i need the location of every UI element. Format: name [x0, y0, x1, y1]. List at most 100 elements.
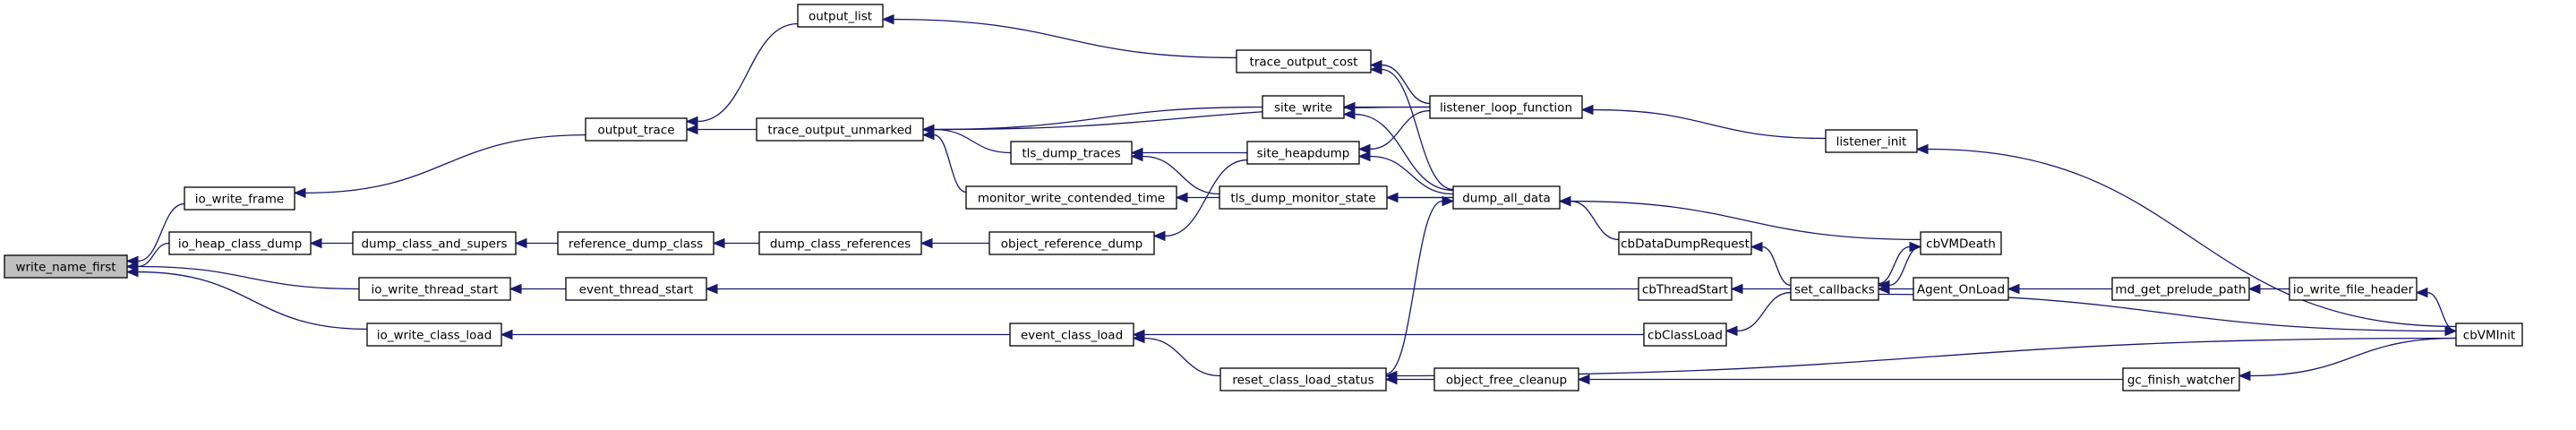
- node-label: tls_dump_traces: [1022, 147, 1120, 161]
- node-label: io_write_class_load: [377, 329, 492, 343]
- node-box: [565, 277, 707, 301]
- edge-monitor_write_contended_time-to-trace_output_unmarked: [933, 133, 967, 194]
- arrowhead-icon: [1132, 332, 1145, 344]
- node-box: [1913, 277, 2009, 301]
- node-cbdatadumprequest[interactable]: cbDataDumpRequest: [1618, 231, 1752, 255]
- node-trace-output-unmarked[interactable]: trace_output_unmarked: [756, 117, 924, 142]
- node-event-thread-start[interactable]: event_thread_start: [565, 277, 707, 301]
- arrowhead-icon: [712, 237, 725, 249]
- node-io-write-class-load[interactable]: io_write_class_load: [366, 322, 502, 347]
- arrowhead-icon: [921, 129, 935, 141]
- arrowhead-icon: [1580, 104, 1594, 116]
- node-md-get-prelude-path[interactable]: md_get_prelude_path: [2111, 277, 2250, 301]
- node-object-reference-dump[interactable]: object_reference_dump: [988, 231, 1155, 255]
- edge-tls_dump_traces-to-trace_output_unmarked: [933, 128, 1012, 154]
- node-trace-output-cost[interactable]: trace_output_cost: [1236, 49, 1372, 73]
- node-label: output_trace: [597, 124, 674, 138]
- node-label: tls_dump_monitor_state: [1230, 192, 1375, 206]
- node-box: [2455, 322, 2523, 347]
- arrowhead-icon: [685, 124, 698, 135]
- node-label: monitor_write_contended_time: [978, 192, 1165, 206]
- node-box: [1220, 367, 1387, 391]
- node-label: reset_class_load_status: [1232, 374, 1374, 388]
- edge-listener_loop_function-to-trace_output_cost: [1381, 64, 1431, 105]
- node-label: listener_init: [1836, 135, 1907, 150]
- arrowhead-icon: [1724, 325, 1738, 337]
- node-dump-all-data[interactable]: dump_all_data: [1452, 185, 1561, 210]
- arrowhead-icon: [1750, 241, 1763, 253]
- node-box: [1262, 95, 1345, 119]
- node-label: dump_class_and_supers: [361, 237, 507, 252]
- arrowhead-icon: [881, 13, 894, 25]
- node-site-write[interactable]: site_write: [1262, 95, 1345, 119]
- node-box: [797, 4, 884, 28]
- node-io-write-file-header[interactable]: io_write_file_header: [2289, 277, 2418, 301]
- node-io-write-frame[interactable]: io_write_frame: [184, 186, 295, 211]
- node-io-write-thread-start[interactable]: io_write_thread_start: [358, 277, 511, 301]
- node-label: cbThreadStart: [1642, 283, 1728, 297]
- node-label: listener_loop_function: [1440, 101, 1572, 116]
- node-label: cbVMInit: [2463, 329, 2515, 343]
- arrowhead-icon: [1369, 64, 1382, 75]
- node-cbthreadstart[interactable]: cbThreadStart: [1638, 277, 1733, 301]
- node-box: [358, 277, 511, 301]
- node-box: [557, 231, 715, 255]
- arrowhead-icon: [2247, 283, 2261, 295]
- node-gc-finish-watcher[interactable]: gc_finish_watcher: [2122, 367, 2240, 391]
- nodes-layer: write_name_first io_write_frame io_heap_cl…: [4, 4, 2523, 391]
- node-agent-onload[interactable]: Agent_OnLoad: [1913, 277, 2009, 301]
- node-listener-init[interactable]: listener_init: [1825, 129, 1918, 153]
- node-cbvmdeath[interactable]: cbVMDeath: [1920, 231, 2002, 255]
- edge-io_heap_class_dump-to-write_name_first: [137, 242, 170, 268]
- edge-cbVMDeath-to-set_callbacks: [1888, 245, 1921, 287]
- node-box: [1452, 185, 1561, 210]
- edge-reset_class_load_status-to-dump_all_data: [1385, 200, 1443, 375]
- arrowhead-icon: [1384, 370, 1398, 382]
- node-monitor-write-contended-time[interactable]: monitor_write_contended_time: [965, 185, 1177, 210]
- node-box: [2122, 367, 2240, 391]
- node-listener-loop-function[interactable]: listener_loop_function: [1429, 95, 1583, 119]
- edge-cbVMInit-to-gc_finish_watcher: [2249, 337, 2457, 377]
- node-dump-class-and-supers[interactable]: dump_class_and_supers: [352, 231, 517, 255]
- arrowhead-icon: [685, 116, 698, 127]
- node-box: [1236, 49, 1372, 73]
- node-write-name-first[interactable]: write_name_first: [4, 254, 128, 279]
- node-box: [1433, 367, 1579, 391]
- arrowhead-icon: [2238, 370, 2251, 382]
- node-object-free-cleanup[interactable]: object_free_cleanup: [1433, 367, 1579, 391]
- node-output-list[interactable]: output_list: [797, 4, 884, 28]
- arrowhead-icon: [1577, 374, 1590, 385]
- node-cbvminit[interactable]: cbVMInit: [2455, 322, 2523, 347]
- node-set-callbacks[interactable]: set_callbacks: [1790, 277, 1879, 301]
- node-site-heapdump[interactable]: site_heapdump: [1246, 141, 1360, 165]
- node-box: [1010, 141, 1133, 165]
- edge-set_callbacks-to-cbVMDeath: [1878, 245, 1911, 285]
- edge-output_trace-to-io_write_frame: [304, 134, 586, 194]
- node-tls-dump-monitor-state[interactable]: tls_dump_monitor_state: [1219, 185, 1388, 210]
- node-cbclassload[interactable]: cbClassLoad: [1643, 322, 1727, 347]
- node-box: [1825, 129, 1918, 153]
- edge-listener_loop_function-to-site_heapdump: [1369, 109, 1431, 150]
- node-label: output_list: [809, 10, 872, 24]
- arrowhead-icon: [1915, 143, 1929, 155]
- node-box: [756, 117, 924, 142]
- node-label: io_write_frame: [195, 193, 284, 207]
- node-reset-class-load-status[interactable]: reset_class_load_status: [1220, 367, 1387, 391]
- node-reference-dump-class[interactable]: reference_dump_class: [557, 231, 715, 255]
- node-box: [1219, 185, 1388, 210]
- node-label: io_heap_class_dump: [178, 237, 302, 252]
- node-dump-class-references[interactable]: dump_class_references: [758, 231, 922, 255]
- edge-cbVMInit-to-io_write_file_header: [2426, 291, 2457, 332]
- node-box: [1790, 277, 1879, 301]
- arrowhead-icon: [514, 237, 527, 249]
- arrowhead-icon: [1877, 283, 1890, 295]
- node-event-class-load[interactable]: event_class_load: [1009, 322, 1134, 347]
- node-output-trace[interactable]: output_trace: [585, 117, 688, 142]
- arrowhead-icon: [2007, 283, 2020, 295]
- node-label: reference_dump_class: [569, 237, 703, 252]
- node-box: [585, 117, 688, 142]
- edge-dump_all_data-to-trace_output_cost: [1381, 68, 1454, 191]
- node-box: [4, 254, 128, 279]
- node-tls-dump-traces[interactable]: tls_dump_traces: [1010, 141, 1133, 165]
- node-io-heap-class-dump[interactable]: io_heap_class_dump: [168, 231, 312, 255]
